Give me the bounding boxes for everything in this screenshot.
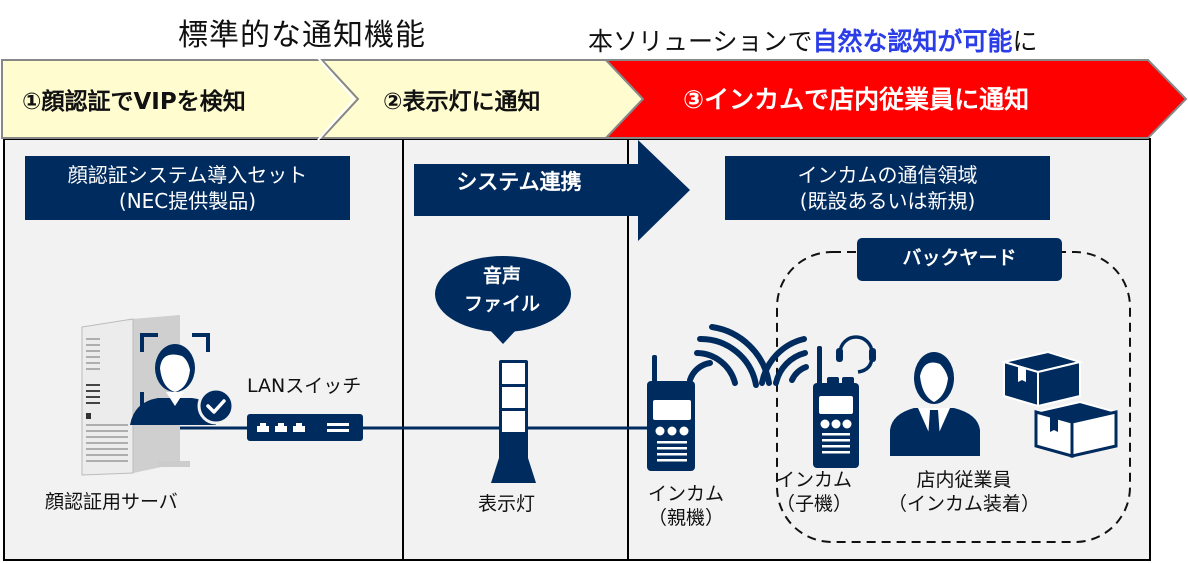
staff-label-line2: （インカム装着） — [888, 493, 1041, 515]
face-system-title-line1: 顔認証システム導入セット — [67, 163, 308, 187]
audio-file-text: 音声 ファイル — [447, 262, 557, 318]
step-1-2-separator — [317, 57, 356, 141]
intercom-handset-label-line1: インカム — [776, 469, 853, 491]
lan-switch-label: LANスイッチ — [247, 375, 362, 397]
lan-switch-icon — [247, 414, 363, 441]
staff-person-icon — [890, 352, 980, 456]
audio-file-line2: ファイル — [463, 293, 540, 315]
box-top — [1000, 350, 1084, 408]
solution-title: 本ソリューションで自然な認知が可能に — [588, 22, 1038, 58]
step-2-label: ②表示灯に通知 — [383, 89, 541, 115]
signal-light-icon — [491, 360, 536, 483]
audio-file-line1: 音声 — [482, 265, 521, 287]
staff-label-line1: 店内従業員 — [916, 469, 1012, 491]
radio-waves-icon — [687, 324, 809, 388]
intercom-area-title-line2: (既設あるいは新規) — [799, 189, 976, 213]
intercom-area-title-line1: インカムの通信領域 — [797, 163, 978, 187]
face-system-title-line2: (NEC提供製品) — [118, 189, 257, 213]
cardboard-boxes-icon — [1000, 350, 1118, 458]
face-server-label: 顔認証用サーバ — [45, 491, 178, 513]
intercom-base-label-line1: インカム — [648, 483, 725, 505]
intercom-base-label-line2: （親機） — [648, 507, 725, 529]
box-bottom — [1034, 400, 1118, 458]
face-system-title-box: 顔認証システム導入セット (NEC提供製品) — [25, 156, 350, 220]
step-3-label: ③インカムで店内従業員に通知 — [683, 85, 1030, 114]
intercom-handset-label-line2: （子機） — [776, 493, 853, 515]
standard-notification-title: 標準的な通知機能 — [178, 18, 426, 53]
section-divider-2 — [627, 138, 629, 561]
section-divider-1 — [402, 138, 404, 561]
solution-title-highlight: 自然な認知が可能 — [812, 27, 1013, 56]
solution-title-prefix: 本ソリューションで — [588, 27, 813, 56]
solution-title-suffix: に — [1012, 27, 1038, 56]
step-3-chevron — [603, 59, 1188, 139]
intercom-handset-icon — [813, 335, 876, 468]
staff-label: 店内従業員 （インカム装着） — [888, 468, 1040, 516]
backyard-label: バックヤード — [857, 238, 1062, 281]
server-icon — [81, 315, 190, 476]
system-integration-label: システム連携 — [456, 170, 582, 194]
intercom-base-unit-icon — [647, 355, 695, 471]
signal-light-label: 表示灯 — [478, 493, 536, 515]
audio-file-bubble — [435, 256, 571, 344]
intercom-base-label: インカム （親機） — [648, 482, 724, 530]
intercom-handset-label: インカム （子機） — [776, 468, 852, 516]
step-1-label: ①顔認証でVIPを検知 — [22, 89, 246, 115]
face-recognition-icon — [130, 333, 235, 425]
intercom-area-title-box: インカムの通信領域 (既設あるいは新規) — [725, 156, 1050, 220]
